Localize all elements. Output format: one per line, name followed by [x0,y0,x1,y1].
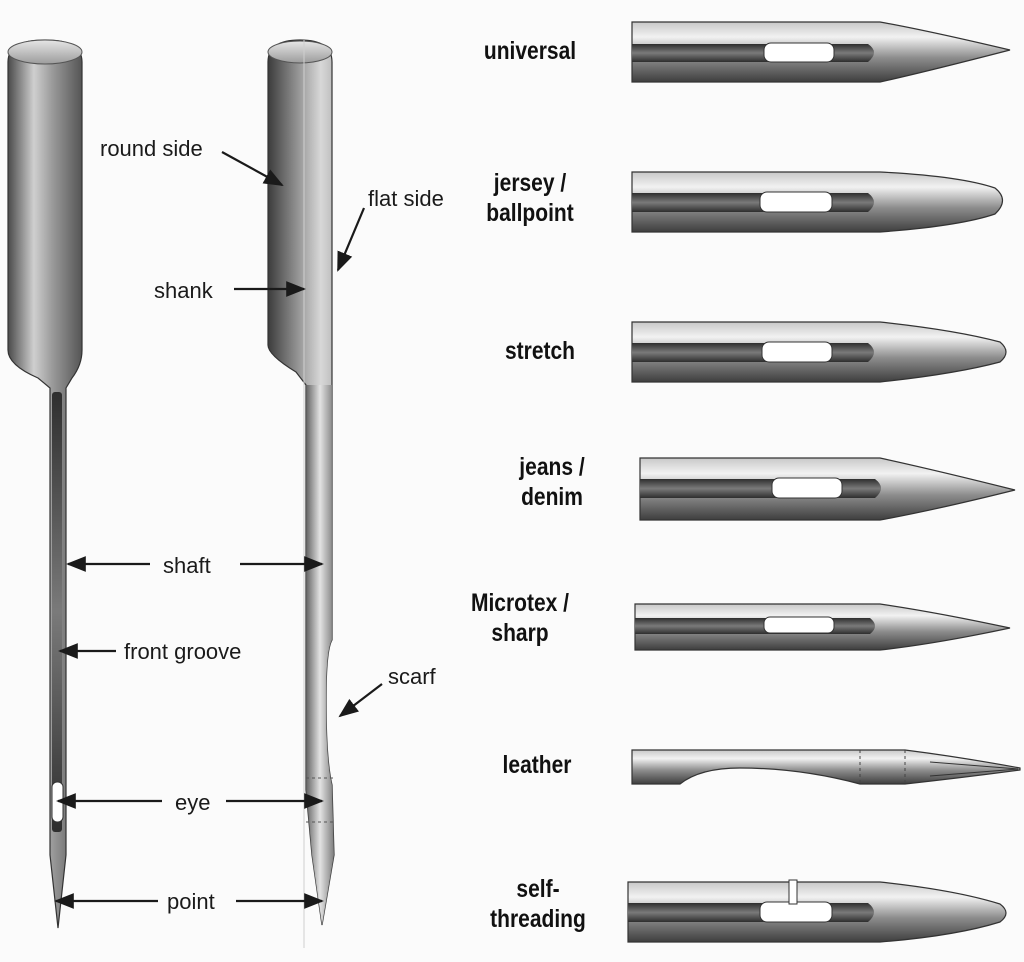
needle-type-universal: universal [483,37,577,65]
label-eye: eye [175,790,211,815]
label-scarf: scarf [388,664,436,689]
needle-profile-microtex [634,603,1011,651]
label-round-side: round side [100,136,203,161]
front-needle-illustration [7,39,83,929]
needle-profile-stretch [631,321,1007,383]
needle-type-ballpoint: jersey / ballpoint [486,169,574,227]
needle-type-stretch: stretch [504,337,576,365]
label-flat-side: flat side [368,186,444,211]
callout-arrows [54,151,383,909]
label-shaft: shaft [163,553,211,578]
needle-profile-leather [631,749,1021,785]
label-point: point [167,889,215,914]
label-shank: shank [154,278,213,303]
needle-type-denim: jeans / denim [519,453,585,511]
needle-profile-universal [631,21,1011,83]
needle-profile-ballpoint [631,171,1004,233]
needle-type-leather: leather [502,751,572,779]
needle-profile-self-threading [627,879,1007,943]
side-needle-illustration [267,39,336,948]
needle-types-illustrations [627,21,1021,943]
label-front-groove: front groove [124,639,242,664]
needle-profile-denim [639,457,1016,521]
needle-type-self-threading: self- threading [490,875,586,933]
needle-type-microtex: Microtex / sharp [470,589,570,647]
